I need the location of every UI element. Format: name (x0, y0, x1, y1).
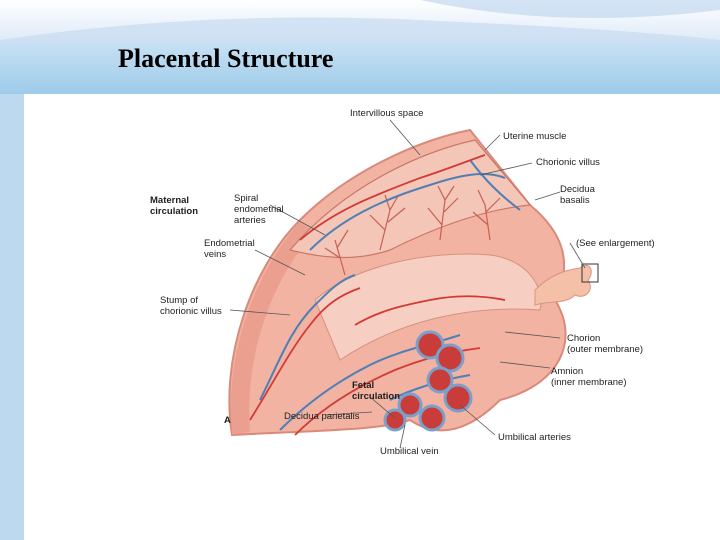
chorionic-villi (324, 185, 501, 276)
label-fetal-circulation: Fetal circulation (352, 380, 401, 402)
decidua-parietalis-layer (230, 222, 315, 435)
chorionic-plate (314, 253, 542, 361)
placenta-illustration (228, 119, 599, 449)
label-stump-villus: Stump of chorionic villus (160, 295, 222, 317)
label-figure-a: A (224, 415, 231, 426)
label-uterine-muscle: Uterine muscle (503, 131, 567, 142)
left-decorative-bar (0, 94, 24, 540)
label-chorion: Chorion (outer membrane) (567, 333, 644, 355)
leader-lines (229, 119, 586, 449)
label-maternal-circulation: Maternal circulation (150, 195, 199, 217)
maternal-veins (259, 159, 521, 431)
label-intervillous-space: Intervillous space (350, 108, 424, 119)
enlargement-villus (534, 263, 599, 306)
label-decidua-parietalis: Decidua parietalis (284, 411, 360, 422)
label-umbilical-arteries: Umbilical arteries (498, 432, 571, 443)
label-chorionic-villus: Chorionic villus (536, 157, 600, 168)
slide-title: Placental Structure (118, 44, 334, 73)
umbilical-cord (383, 330, 473, 432)
label-spiral-arteries: Spiral endometrial arteries (234, 193, 284, 226)
label-amnion: Amnion (inner membrane) (551, 366, 627, 388)
label-umbilical-vein: Umbilical vein (380, 446, 439, 457)
title-band (0, 44, 720, 94)
label-decidua-basalis: Decidua basalis (560, 184, 595, 206)
label-endometrial-veins: Endometrial veins (204, 238, 255, 260)
label-see-enlargement: (See enlargement) (576, 238, 655, 249)
basal-plate (288, 139, 532, 259)
